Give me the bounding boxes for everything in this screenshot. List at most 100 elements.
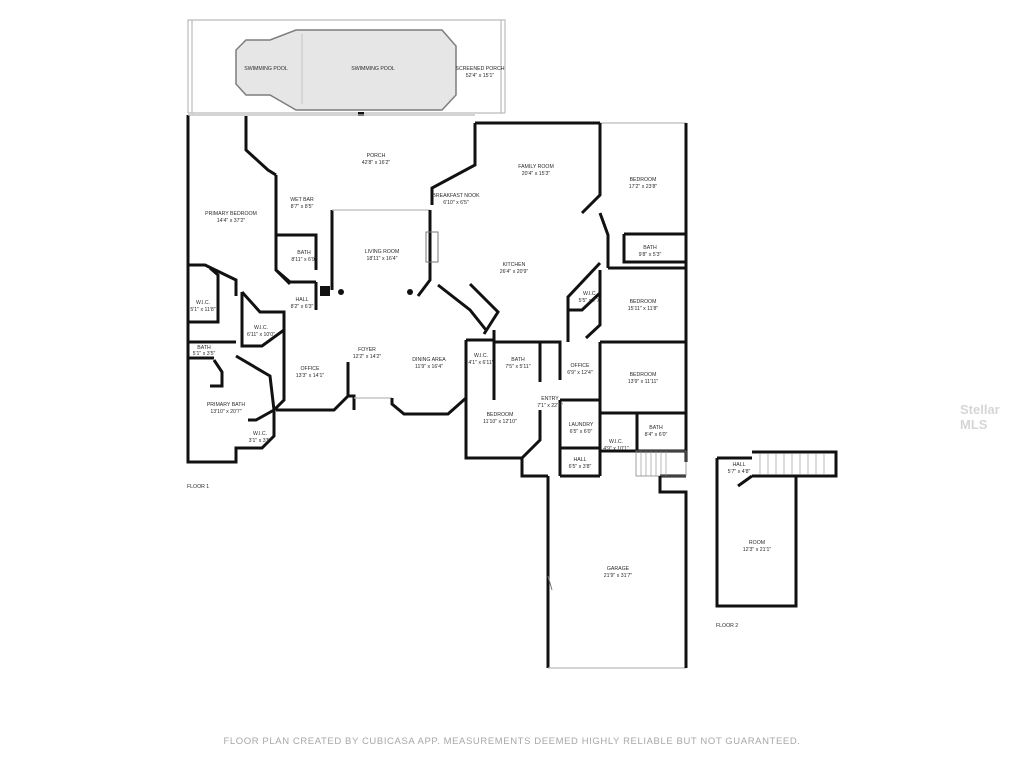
room-name: HALL (296, 297, 309, 303)
room-dims: 8'11" x 6'9" (291, 257, 316, 263)
room-name: OFFICE (570, 363, 590, 369)
column (407, 289, 413, 295)
room-office-2: OFFICE 6'9" x 12'4" (567, 363, 593, 376)
room-dining-area: DINING AREA 11'9" x 16'4" (412, 357, 446, 370)
floor-1-walls (186, 114, 688, 478)
room-hall-2: HALL 6'5" x 3'8" (569, 457, 592, 470)
floor-1-label: FLOOR 1 (187, 484, 209, 490)
room-name: SWIMMING POOL (351, 66, 395, 72)
room-dims: 13'9" x 11'11" (628, 379, 659, 385)
room-dims: 6'5" x 3'8" (569, 464, 592, 470)
room-name: BATH (197, 345, 211, 351)
room-dims: 6'9" x 12'4" (567, 370, 593, 376)
room-kitchen: KITCHEN 26'4" x 20'9" (500, 262, 529, 275)
column (320, 286, 330, 296)
room-dims: 11'9" x 16'4" (415, 364, 443, 370)
room-pool-main: SWIMMING POOL (351, 66, 395, 72)
room-name: BREAKFAST NOOK (432, 193, 480, 199)
room-name: OFFICE (300, 366, 320, 372)
room-wic-east: W.I.C. 5'5" x 7'7" (579, 291, 602, 304)
watermark-logo: Stellar MLS (960, 402, 1000, 432)
room-dims: 7'5" x 5'11" (505, 364, 530, 370)
footer-disclaimer: FLOOR PLAN CREATED BY CUBICASA APP. MEAS… (223, 736, 801, 747)
room-name: WET BAR (290, 197, 314, 203)
room-living-room: LIVING ROOM 18'11" x 16'4" (365, 249, 400, 262)
room-dims: 12'2" x 14'2" (353, 354, 382, 360)
room-name: BATH (511, 357, 525, 363)
room-name: W.I.C. (196, 300, 210, 306)
room-dims: 8'2" x 6'3" (291, 304, 314, 310)
room-garage: GARAGE 21'9" x 31'7" (604, 566, 633, 579)
room-dims: 13'10" x 20'7" (210, 409, 241, 415)
room-wic-se: W.I.C. 4'9" x 10'1" (603, 439, 629, 452)
room-bath-3: BATH 5'1" x 3'5" (193, 345, 216, 357)
stairs-floor-1 (635, 450, 687, 477)
room-name: PORCH (367, 153, 386, 159)
room-name: BEDROOM (630, 299, 657, 305)
room-dims: 17'2" x 23'8" (629, 184, 658, 190)
room-bath-2: BATH 8'11" x 6'9" (291, 250, 316, 263)
column (338, 289, 344, 295)
room-dims: 20'4" x 15'3" (522, 171, 551, 177)
room-bath-4: BATH 7'5" x 5'11" (505, 357, 530, 370)
room-dims: 8'4" x 6'0" (645, 432, 668, 438)
room-name: W.I.C. (474, 353, 488, 359)
room-dims: 6'10" x 6'5" (443, 200, 469, 206)
room-name: GARAGE (607, 566, 630, 572)
room-dims: 11'10" x 12'10" (483, 419, 517, 425)
room-name: SWIMMING POOL (244, 66, 288, 72)
room-name: PRIMARY BATH (207, 402, 246, 408)
room-bedroom-se: BEDROOM 13'9" x 11'11" (628, 372, 659, 385)
room-dims: 3'1" x 3'5" (249, 438, 272, 444)
room-entry: ENTRY 7'1" x 22'1" (537, 396, 563, 409)
room-wic-west: W.I.C. 5'1" x 11'8" (190, 300, 215, 313)
room-name: FOYER (358, 347, 376, 353)
room-name: W.I.C. (254, 325, 268, 331)
room-dims: 42'8" x 16'2" (362, 160, 391, 166)
room-name: BATH (297, 250, 311, 256)
room-bath-5: BATH 8'4" x 6'0" (645, 425, 668, 438)
room-name: HALL (733, 462, 746, 468)
room-dims: 14'4" x 37'2" (217, 218, 246, 224)
room-name: W.I.C. (609, 439, 623, 445)
stairs-floor-2 (759, 453, 825, 475)
room-name: SCREENED PORCH (455, 66, 504, 72)
room-name: FAMILY ROOM (518, 164, 554, 170)
room-bedroom-ne: BEDROOM 17'2" x 23'8" (629, 177, 658, 190)
screened-porch-area (187, 19, 506, 114)
room-foyer: FOYER 12'2" x 14'2" (353, 347, 382, 360)
room-wic-center: W.I.C. 4'1" x 6'11" (468, 353, 493, 366)
room-porch: PORCH 42'8" x 16'2" (362, 153, 391, 166)
room-name: BEDROOM (630, 372, 657, 378)
room-bedroom-e: BEDROOM 15'11" x 11'8" (628, 299, 659, 312)
room-name: W.I.C. (253, 431, 267, 437)
room-name: ENTRY (541, 396, 559, 402)
room-dims: 5'1" x 11'8" (190, 307, 215, 313)
room-dims: 18'11" x 16'4" (367, 256, 398, 262)
room-breakfast-nook: BREAKFAST NOOK 6'10" x 6'5" (432, 193, 480, 206)
floor-2-label: FLOOR 2 (716, 623, 738, 629)
room-hall-1: HALL 8'2" x 6'3" (291, 297, 314, 310)
room-primary-bedroom: PRIMARY BEDROOM 14'4" x 37'2" (205, 211, 257, 224)
room-pool-left: SWIMMING POOL (244, 66, 288, 72)
room-dims: 21'9" x 31'7" (604, 573, 633, 579)
room-dims: 5'1" x 3'5" (193, 351, 216, 357)
room-screened-porch: SCREENED PORCH 52'4" x 15'1" (455, 66, 504, 79)
room-wic-sw: W.I.C. 3'1" x 3'5" (249, 431, 272, 444)
room-laundry: LAUNDRY 6'5" x 6'0" (569, 422, 594, 435)
room-name: BATH (649, 425, 663, 431)
room-name: LIVING ROOM (365, 249, 400, 255)
room-bath-1: BATH 9'8" x 5'3" (639, 245, 662, 258)
room-name: BEDROOM (487, 412, 514, 418)
room-dims: 4'9" x 10'1" (603, 446, 629, 452)
swimming-pool (235, 29, 457, 111)
room-office-1: OFFICE 13'3" x 14'1" (296, 366, 325, 379)
room-name: BATH (643, 245, 657, 251)
room-dims: 15'11" x 11'8" (628, 306, 659, 312)
room-name: LAUNDRY (569, 422, 594, 428)
room-hall-upper: HALL 5'7" x 4'8" (728, 462, 751, 475)
room-room-upper: ROOM 12'3" x 21'1" (743, 540, 772, 553)
room-dims: 5'5" x 7'7" (579, 298, 602, 304)
floor-2-walls (715, 450, 838, 608)
